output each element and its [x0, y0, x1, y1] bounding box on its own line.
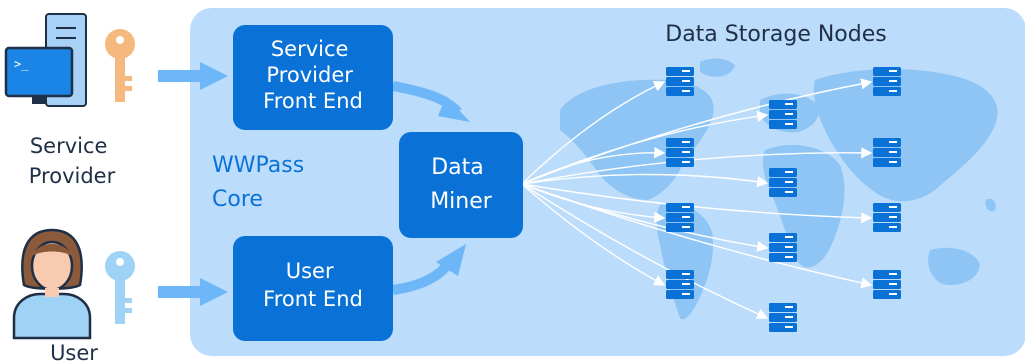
connection-line	[521, 147, 666, 185]
curved-arrow-top-head	[438, 96, 470, 122]
user-front-end-line1: User	[286, 259, 334, 283]
data-miner-box	[399, 132, 523, 238]
server-icon	[873, 203, 901, 232]
svg-text:Service Provider Front: Service Provider Front End	[263, 37, 363, 113]
storage-nodes	[666, 67, 901, 332]
svg-text:>_: >_	[14, 57, 29, 71]
service-provider-label-line2: Provider	[29, 164, 116, 188]
server-icon	[769, 100, 797, 129]
connection-line	[521, 173, 769, 188]
curved-arrow-bottom-head	[436, 244, 466, 276]
sp-front-end-line3: Front End	[263, 89, 363, 113]
arrow-sp-to-core	[158, 62, 228, 90]
key-icon	[105, 29, 135, 102]
svg-text:Service Provider: Service Provider	[29, 134, 116, 188]
data-miner-line1: Data	[431, 155, 484, 180]
server-icon	[666, 270, 694, 299]
connection-line	[521, 183, 666, 286]
data-miner-line2: Miner	[430, 189, 493, 214]
svg-text:WWPass Core: WWPass Core	[212, 153, 311, 212]
storage-title: Data Storage Nodes	[665, 22, 886, 47]
key-icon-user	[105, 251, 135, 324]
service-provider-label-line1: Service	[30, 134, 108, 158]
core-label-line1: WWPass	[212, 153, 304, 178]
user-front-end-box	[233, 236, 393, 341]
server-icon	[873, 67, 901, 96]
connection-lines	[521, 78, 873, 320]
svg-text:Data Miner: Data Miner	[430, 155, 493, 214]
connection-line	[521, 183, 873, 289]
connection-line	[521, 183, 769, 320]
server-icon	[769, 303, 797, 332]
user-avatar-icon	[12, 228, 92, 340]
sp-front-end-line1: Service	[271, 37, 349, 61]
sp-front-end-box	[233, 25, 393, 130]
server-icon	[769, 233, 797, 262]
server-icon	[769, 168, 797, 197]
sp-front-end-line2: Provider	[266, 63, 353, 87]
connection-line	[521, 147, 873, 185]
connection-line	[521, 81, 666, 185]
server-icon	[666, 67, 694, 96]
arrow-user-to-core	[158, 278, 228, 306]
user-front-end-line2: Front End	[263, 287, 363, 311]
svg-text:User Front End: User Front End	[263, 259, 363, 311]
server-icon	[666, 203, 694, 232]
core-label-line2: Core	[212, 187, 263, 212]
computer-icon: >_	[4, 13, 87, 107]
connection-line	[521, 183, 873, 224]
server-icon	[666, 138, 694, 167]
server-icon	[873, 138, 901, 167]
user-label: User	[50, 341, 98, 364]
server-icon	[873, 270, 901, 299]
